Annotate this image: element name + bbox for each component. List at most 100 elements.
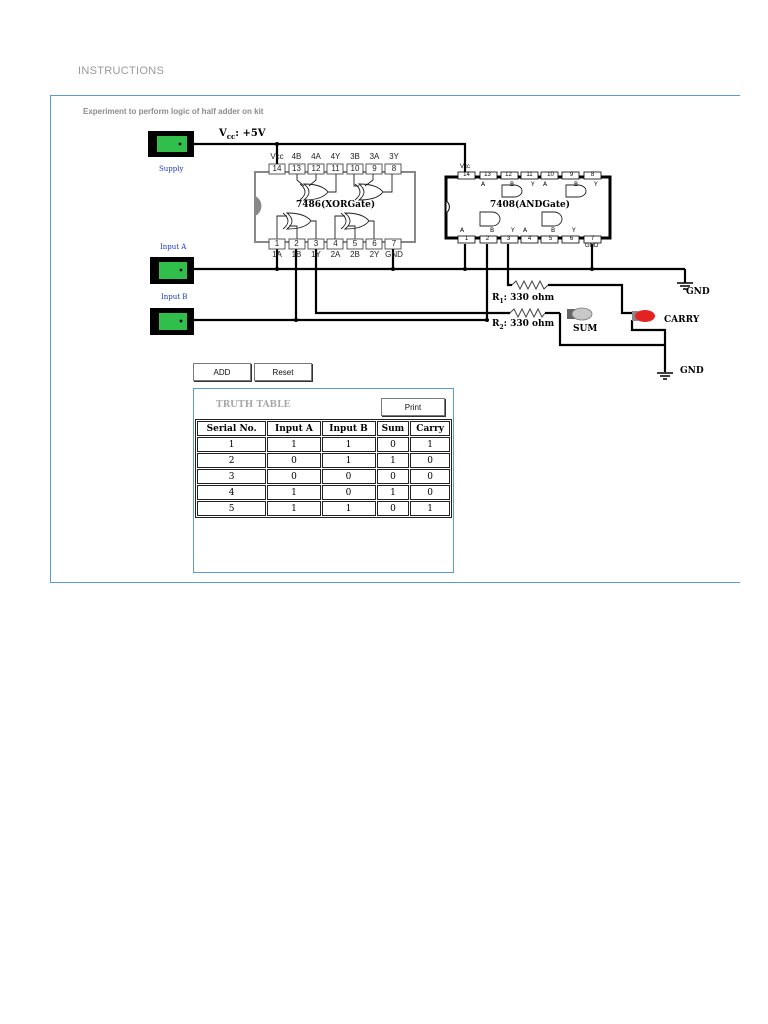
gnd-label-top: GND [686,287,710,297]
r2-label: R2: 330 ohm [492,319,555,331]
pin-label: GND [385,250,403,259]
table-cell: 5 [197,501,267,516]
svg-text:B: B [490,227,494,234]
and-vcc-label: Vcc [460,164,471,170]
table-cell: 1 [267,485,321,500]
table-cell: 0 [410,453,450,468]
svg-text:B: B [510,181,514,188]
svg-text:A: A [481,181,486,188]
table-cell: 2 [197,453,267,468]
table-cell: 3 [197,469,267,484]
svg-text:B: B [551,227,555,234]
pin-number: 2 [294,239,299,248]
sum-led-icon [567,307,593,321]
table-cell: 1 [267,501,321,516]
experiment-panel [50,95,740,583]
svg-text:Y: Y [510,227,515,234]
supply-switch[interactable] [148,131,194,157]
pin-number: 4 [333,239,338,248]
svg-text:Y: Y [530,181,535,188]
resistor-r1 [511,279,549,291]
svg-text:Y: Y [571,227,576,234]
xor-ic-7486 [254,163,416,250]
pin-number: 2 [485,236,490,242]
truth-table-panel [193,388,454,573]
sum-label: SUM [573,324,598,334]
pin-number: 3 [506,236,511,242]
gnd-label-bottom: GND [680,366,704,376]
print-button[interactable]: Print [381,398,445,416]
table-cell: 1 [410,501,450,516]
pin-label: 3A [369,152,380,161]
pin-label: 4A [311,152,321,161]
pin-label: 1B [291,250,302,259]
pin-number: 6 [569,236,574,242]
table-cell: 1 [321,437,376,452]
and-ic-name: 7408(ANDGate) [490,200,570,210]
pin-number: 8 [391,164,397,173]
column-header: Sum [376,421,410,436]
vcc-label: Vcc: +5V [219,128,266,141]
and-gnd-label: GND [585,243,599,249]
pin-number: 14 [463,172,470,178]
pin-number: 9 [569,172,574,178]
table-cell: 1 [376,485,410,500]
r1-label: R1: 330 ohm [492,293,555,305]
xor-ic-name: 7486(XORGate) [296,200,376,210]
table-cell: 1 [376,453,410,468]
pin-number: 7 [391,239,397,248]
pin-number: 5 [352,239,358,248]
table-cell: 0 [410,485,450,500]
table-cell: 1 [197,437,267,452]
pin-label: 1A [272,250,282,259]
table-cell: 1 [321,501,376,516]
pin-number: 10 [547,172,554,178]
input-a-switch[interactable] [150,257,194,284]
svg-text:A: A [543,181,548,188]
column-header: Input B [321,421,376,436]
input-a-label: Input A [160,243,187,251]
pin-label: 2B [350,250,360,259]
resistor-r2 [509,307,546,319]
table-cell: 4 [197,485,267,500]
pin-number: 14 [272,164,282,173]
table-cell: 1 [321,453,376,468]
reset-button[interactable]: Reset [254,363,312,381]
column-header: Serial No. [197,421,267,436]
svg-text:B: B [574,181,578,188]
svg-text:Y: Y [593,181,598,188]
table-cell: 0 [410,469,450,484]
instructions-tab[interactable]: INSTRUCTIONS [78,65,165,77]
input-b-switch[interactable] [150,308,194,335]
table-cell: 0 [267,469,321,484]
pin-number: 10 [350,164,360,173]
pin-number: 6 [372,239,377,248]
column-header: Input A [267,421,321,436]
table-cell: 0 [321,469,376,484]
pin-label: Vcc [270,152,284,161]
input-b-label: Input B [161,293,188,301]
carry-label: CARRY [664,315,700,325]
supply-label: Supply [159,165,184,173]
table-cell: 0 [376,469,410,484]
svg-text:A: A [523,227,528,234]
truth-table-title: TRUTH TABLE [216,400,291,410]
pin-label: 1Y [311,250,321,259]
add-button[interactable]: ADD [193,363,251,381]
pin-label: 2A [330,250,341,259]
pin-number: 11 [526,172,533,178]
pin-number: 3 [313,239,319,248]
pin-label: 4B [291,152,302,161]
pin-number: 12 [311,164,321,173]
pin-number: 12 [505,172,512,178]
carry-led-icon [632,310,655,322]
pin-number: 13 [484,172,491,178]
table-cell: 0 [267,453,321,468]
